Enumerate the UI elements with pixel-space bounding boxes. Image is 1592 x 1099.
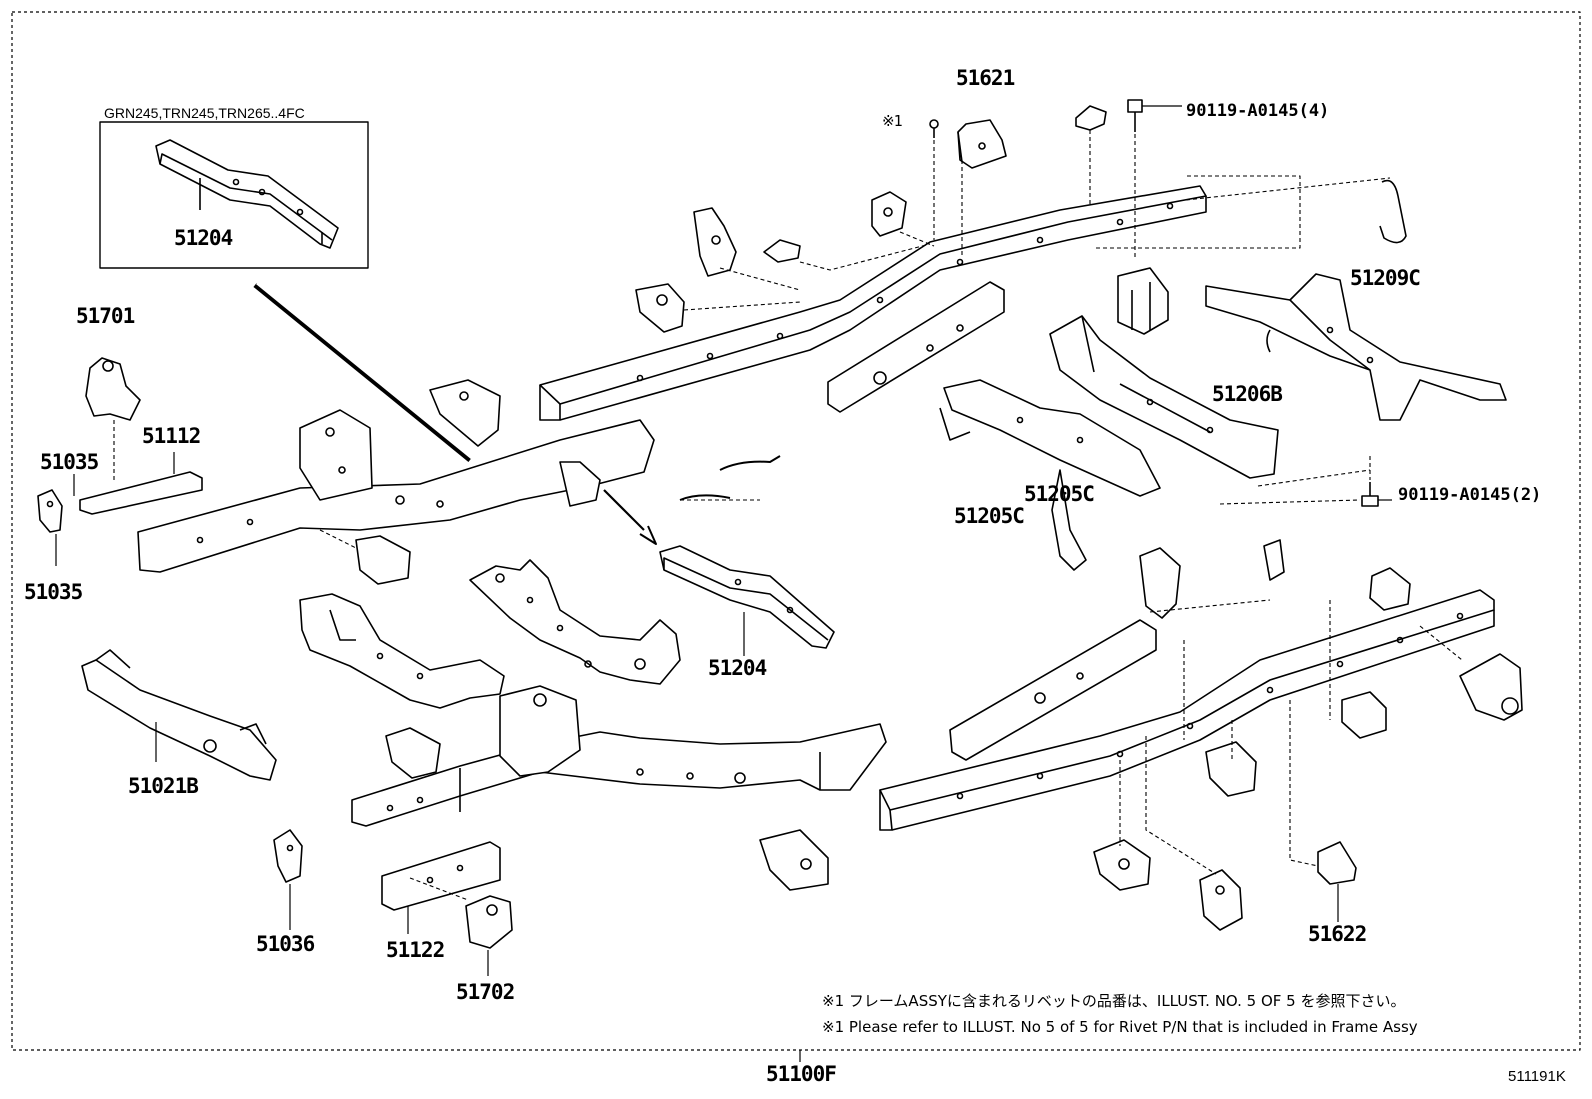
bracket-rear-c <box>1459 653 1523 721</box>
part-label-51205C-b[interactable]: 51205C <box>954 504 1025 528</box>
crossmember-51204 <box>659 545 835 656</box>
rivet-marker <box>929 119 939 240</box>
bushing-bracket <box>1117 267 1169 335</box>
part-51122 <box>381 841 501 934</box>
crossmember-front-left <box>299 593 505 709</box>
bracket-rear-e <box>1205 741 1257 797</box>
bracket-51621 <box>957 119 1007 169</box>
bracket-rear-g <box>1199 869 1243 931</box>
pipe-hook <box>679 455 781 501</box>
rear-frame-rail-lower <box>879 589 1495 831</box>
part-label-51021B[interactable]: 51021B <box>128 774 199 798</box>
part-label-51621[interactable]: 51621 <box>956 66 1015 90</box>
bracket-mount-b <box>693 207 737 277</box>
part-label-51204-inset[interactable]: 51204 <box>174 226 233 250</box>
diagram-border <box>11 11 1581 1051</box>
bracket-under-front <box>319 529 411 585</box>
part-label-90119-A0145-2[interactable]: 90119-A0145(2) <box>1398 485 1542 505</box>
part-label-51122[interactable]: 51122 <box>386 938 445 962</box>
part-label-51205C-a[interactable]: 51205C <box>1024 482 1095 506</box>
direction-arrow <box>603 489 657 545</box>
note-english: ※1 Please refer to ILLUST. No 5 of 5 for… <box>822 1018 1418 1036</box>
bracket-51701 <box>85 357 141 480</box>
bracket-rear-d <box>1341 691 1387 739</box>
crossmember-51206B <box>1049 315 1279 479</box>
bracket-top-small <box>1075 105 1107 206</box>
part-51035 <box>37 474 75 566</box>
bolt-90119-4 <box>1127 99 1182 260</box>
inset-crossmember <box>155 139 339 249</box>
bracket-rear-b <box>1369 567 1411 611</box>
bracket-mount-a <box>871 191 907 237</box>
bolt-90119-2 <box>1219 456 1392 507</box>
part-label-51035-bottom[interactable]: 51035 <box>24 580 83 604</box>
crossmember-51021B <box>81 649 277 781</box>
bracket-mount-e <box>429 379 501 447</box>
bracket-mount-d <box>763 239 801 263</box>
bracket-51036 <box>273 829 303 930</box>
part-label-90119-A0145-4[interactable]: 90119-A0145(4) <box>1186 101 1330 121</box>
part-label-51702[interactable]: 51702 <box>456 980 515 1004</box>
bracket-lower-center <box>759 829 829 891</box>
rivet-marker-label: ※1 <box>882 112 903 130</box>
bracket-lower-a <box>385 727 441 779</box>
part-label-51204[interactable]: 51204 <box>708 656 767 680</box>
part-label-51100F[interactable]: 51100F <box>766 1062 837 1086</box>
upper-frame-inner-rail <box>827 281 1005 413</box>
part-label-51622[interactable]: 51622 <box>1308 922 1367 946</box>
upper-frame-rail <box>539 185 1207 421</box>
control-arm-bracket <box>469 559 681 685</box>
part-label-51701[interactable]: 51701 <box>76 304 135 328</box>
bracket-mount-c <box>635 283 685 333</box>
bracket-rear-f <box>1093 839 1151 891</box>
part-label-51035-top[interactable]: 51035 <box>40 450 99 474</box>
rear-frame-inner-rail <box>949 547 1181 761</box>
part-label-51206B[interactable]: 51206B <box>1212 382 1283 406</box>
inset-models-label: GRN245,TRN245,TRN265..4FC <box>104 105 305 121</box>
part-label-51036[interactable]: 51036 <box>256 932 315 956</box>
bracket-51702 <box>409 877 513 976</box>
crossmember-51209C <box>1205 273 1507 421</box>
bracket-51622 <box>1317 841 1357 922</box>
part-label-51112[interactable]: 51112 <box>142 424 201 448</box>
front-frame-rail-upper <box>137 409 655 573</box>
illustration-code: 511191K <box>1508 1068 1566 1085</box>
hook-clip <box>1379 179 1407 244</box>
part-label-51209C[interactable]: 51209C <box>1350 266 1421 290</box>
bracket-rear-a <box>1263 539 1285 581</box>
note-japanese: ※1 フレームASSYに含まれるリベットの品番は、ILLUST. NO. 5 O… <box>822 992 1406 1010</box>
crossmember-51205C <box>939 379 1161 571</box>
inset-box <box>99 121 369 269</box>
part-51112 <box>79 452 203 515</box>
front-frame-rail-lower <box>351 685 887 827</box>
